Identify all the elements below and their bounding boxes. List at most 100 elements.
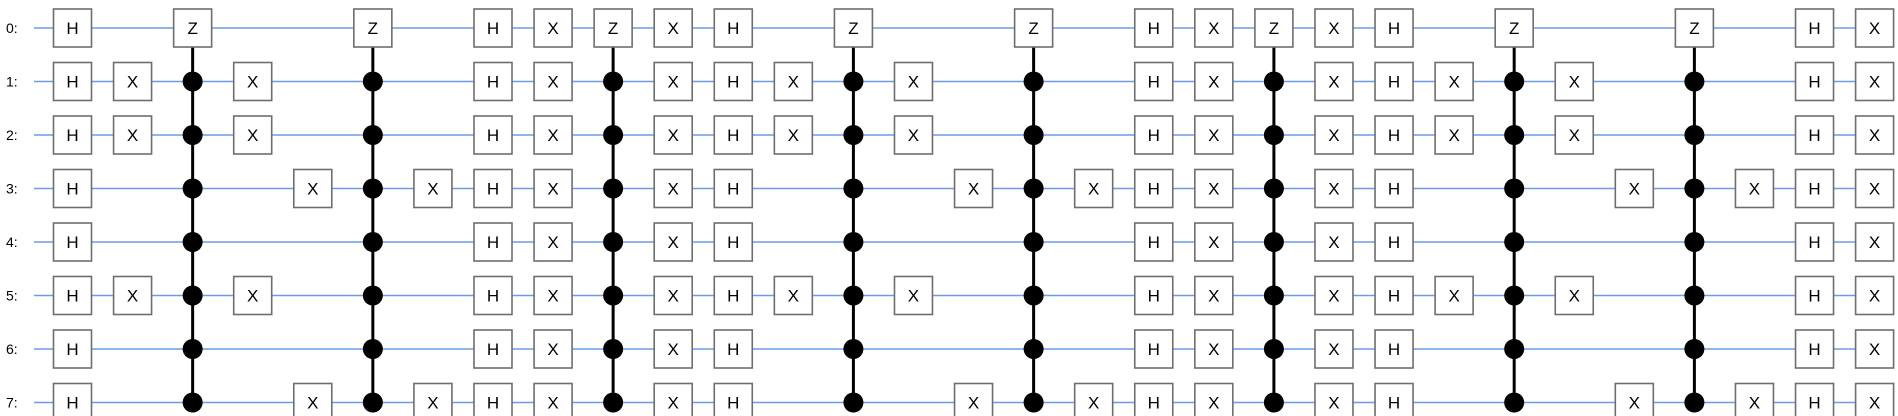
- qubit-labels: 0:1:2:3:4:5:6:7:: [6, 20, 18, 411]
- gate-h: H: [1133, 61, 1174, 102]
- gate-box: [1674, 8, 1715, 48]
- control-dot: [603, 178, 624, 199]
- gate-box: [1854, 329, 1895, 369]
- gate-label: X: [547, 19, 558, 38]
- gate-h: H: [52, 275, 93, 316]
- gate-z: Z: [1013, 8, 1054, 48]
- gate-h: H: [1133, 8, 1174, 48]
- gate-label: H: [487, 233, 499, 252]
- gate-label: Z: [1028, 19, 1038, 38]
- gate-x: X: [1854, 115, 1895, 155]
- gate-box: [893, 275, 934, 316]
- gate-label: X: [307, 180, 318, 199]
- gate-box: [1434, 61, 1474, 102]
- gate-box: [773, 275, 814, 316]
- gate-label: H: [727, 19, 739, 38]
- control-dot: [1263, 178, 1284, 199]
- gate-box: [713, 168, 754, 209]
- gate-box: [1794, 115, 1835, 155]
- gate-label: H: [487, 180, 499, 199]
- gate-label: X: [1869, 19, 1880, 38]
- gate-label: X: [1088, 394, 1099, 413]
- gate-box: [52, 8, 93, 48]
- gate-box: [232, 275, 273, 316]
- gate-label: X: [1208, 340, 1219, 359]
- gate-label: H: [1148, 233, 1160, 252]
- gate-label: H: [487, 340, 499, 359]
- gate-box: [172, 8, 213, 48]
- gate-h: H: [473, 61, 513, 102]
- gate-box: [52, 115, 93, 155]
- gate-label: H: [1388, 394, 1400, 413]
- gate-x: X: [1194, 168, 1234, 209]
- gate-box: [1614, 382, 1655, 416]
- gate-x: X: [533, 168, 573, 209]
- control-dot: [843, 125, 864, 145]
- gate-x: X: [1854, 61, 1895, 102]
- gate-label: X: [1869, 394, 1880, 413]
- control-dot: [182, 125, 203, 145]
- gate-box: [713, 61, 754, 102]
- control-dot: [603, 125, 624, 145]
- control-dot: [843, 339, 864, 359]
- qubit-label: 3:: [6, 181, 18, 197]
- gate-h: H: [1794, 329, 1835, 369]
- gate-h: H: [1374, 61, 1414, 102]
- gate-label: H: [1148, 126, 1160, 145]
- gate-h: H: [52, 382, 93, 416]
- control-dot: [1263, 339, 1284, 359]
- gate-x: X: [232, 115, 273, 155]
- gate-box: [473, 275, 513, 316]
- gate-box: [1794, 329, 1835, 369]
- gate-label: X: [427, 180, 438, 199]
- gate-x: X: [1314, 115, 1354, 155]
- gate-box: [473, 222, 513, 262]
- gate-h: H: [713, 275, 754, 316]
- control-dot: [603, 285, 624, 306]
- gate-label: X: [668, 287, 679, 306]
- gate-box: [1434, 115, 1474, 155]
- control-dot: [362, 178, 383, 199]
- gate-label: X: [1869, 287, 1880, 306]
- gate-box: [773, 115, 814, 155]
- gate-label: X: [547, 394, 558, 413]
- gate-h: H: [1794, 275, 1835, 316]
- gate-h: H: [1794, 115, 1835, 155]
- gate-label: X: [1328, 340, 1339, 359]
- gate-x: X: [1073, 168, 1114, 209]
- gate-box: [1133, 168, 1174, 209]
- gate-label: X: [1208, 180, 1219, 199]
- gate-x: X: [893, 115, 934, 155]
- gate-x: X: [1314, 168, 1354, 209]
- gate-label: X: [668, 126, 679, 145]
- gate-x: X: [533, 115, 573, 155]
- gate-h: H: [1374, 8, 1414, 48]
- gate-box: [1194, 8, 1234, 48]
- gate-box: [1374, 61, 1414, 102]
- control-dot: [1263, 71, 1284, 92]
- gate-x: X: [1314, 275, 1354, 316]
- gate-box: [1374, 8, 1414, 48]
- gate-x: X: [1734, 382, 1775, 416]
- gate-box: [1194, 115, 1234, 155]
- gate-label: H: [727, 73, 739, 92]
- gate-label: X: [668, 19, 679, 38]
- gate-box: [292, 382, 333, 416]
- gate-box: [1314, 222, 1354, 262]
- gate-label: H: [1808, 19, 1820, 38]
- gate-x: X: [1854, 329, 1895, 369]
- control-dot: [1684, 71, 1705, 92]
- gate-h: H: [1133, 115, 1174, 155]
- gate-label: H: [487, 126, 499, 145]
- gate-box: [1073, 168, 1114, 209]
- gate-label: H: [487, 394, 499, 413]
- gate-x: X: [773, 115, 814, 155]
- gate-box: [1734, 382, 1775, 416]
- gate-box: [1194, 61, 1234, 102]
- control-dot: [1504, 71, 1525, 92]
- gate-box: [713, 8, 754, 48]
- gate-h: H: [1374, 168, 1414, 209]
- gate-box: [533, 115, 573, 155]
- gate-label: X: [547, 73, 558, 92]
